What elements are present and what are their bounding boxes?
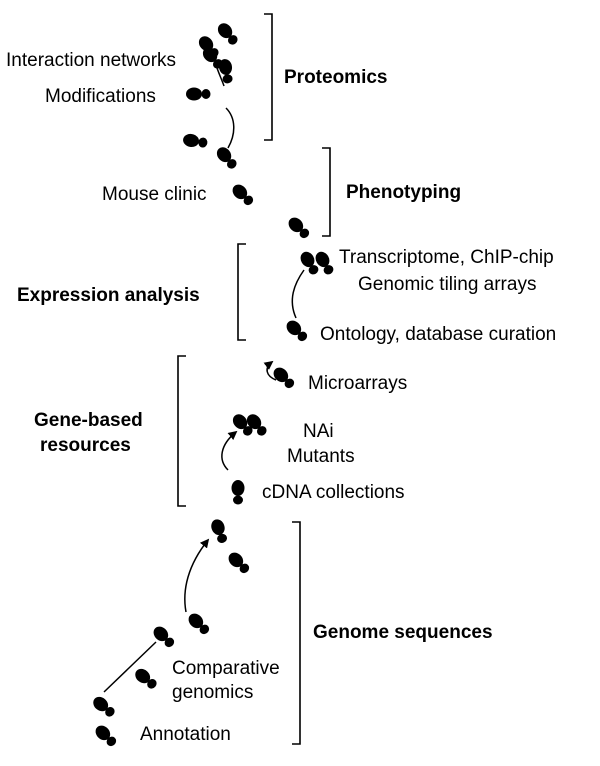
item-annotation: Annotation (140, 724, 231, 745)
footprint-icon (95, 725, 117, 747)
item-genomics: genomics (172, 682, 253, 703)
stage-heading-phenotyping: Phenotyping (346, 182, 461, 203)
trail-arrows (103, 61, 305, 693)
curved-arrow-icon (225, 107, 235, 149)
stage-heading-expression-analysis: Expression analysis (17, 285, 200, 306)
item-transcriptome-chip-chip: Transcriptome, ChIP-chip (339, 247, 554, 268)
proteomics-bracket (264, 13, 273, 141)
footprint-icon (286, 320, 308, 342)
item-cdna-collections: cDNA collections (262, 482, 405, 503)
item-interaction-networks: Interaction networks (6, 50, 176, 71)
footprint-icon (273, 367, 295, 389)
curved-arrow-icon (221, 430, 238, 471)
footprint-icon (93, 696, 115, 717)
phenotyping-bracket (322, 147, 331, 237)
footprint-icon (188, 613, 210, 635)
footprint-icon (135, 668, 157, 689)
footprint-icon (216, 147, 237, 169)
genome-sequences-bracket (292, 521, 301, 745)
curved-arrow-icon (103, 641, 157, 693)
footprint-icon (231, 480, 245, 505)
footprint-icon (288, 217, 310, 239)
footprint-icon (300, 251, 319, 275)
gene-based-resources-bracket (177, 355, 186, 507)
footprint-trail (93, 23, 334, 747)
footprint-icon (183, 133, 208, 148)
stage-heading-resources: resources (40, 435, 131, 456)
item-modifications: Modifications (45, 86, 156, 107)
footprint-icon (246, 414, 267, 436)
footprint-icon (153, 626, 175, 648)
stage-heading-gene-based: Gene-based (34, 410, 143, 431)
footprint-icon (217, 23, 238, 45)
footprint-icon (211, 519, 228, 544)
expression-analysis-bracket (237, 243, 246, 341)
item-microarrays: Microarrays (308, 373, 407, 394)
item-comparative: Comparative (172, 658, 280, 679)
footprint-icon (232, 414, 253, 436)
footprint-icon (186, 87, 211, 101)
curved-arrow-icon (291, 269, 305, 319)
brackets (177, 13, 331, 745)
curved-arrow-icon (263, 360, 277, 381)
item-nai: NAi (303, 421, 334, 442)
item-mutants: Mutants (287, 446, 355, 467)
stage-heading-genome-sequences: Genome sequences (313, 622, 493, 643)
curved-arrow-icon (184, 538, 210, 613)
item-ontology-database-curation: Ontology, database curation (320, 324, 556, 345)
footprint-icon (315, 251, 334, 275)
item-mouse-clinic: Mouse clinic (102, 184, 207, 205)
footprint-icon (202, 47, 223, 69)
stage-heading-proteomics: Proteomics (284, 67, 387, 88)
footprint-icon (228, 552, 250, 574)
item-genomic-tiling-arrays: Genomic tiling arrays (358, 274, 536, 295)
footprint-icon (232, 184, 254, 206)
